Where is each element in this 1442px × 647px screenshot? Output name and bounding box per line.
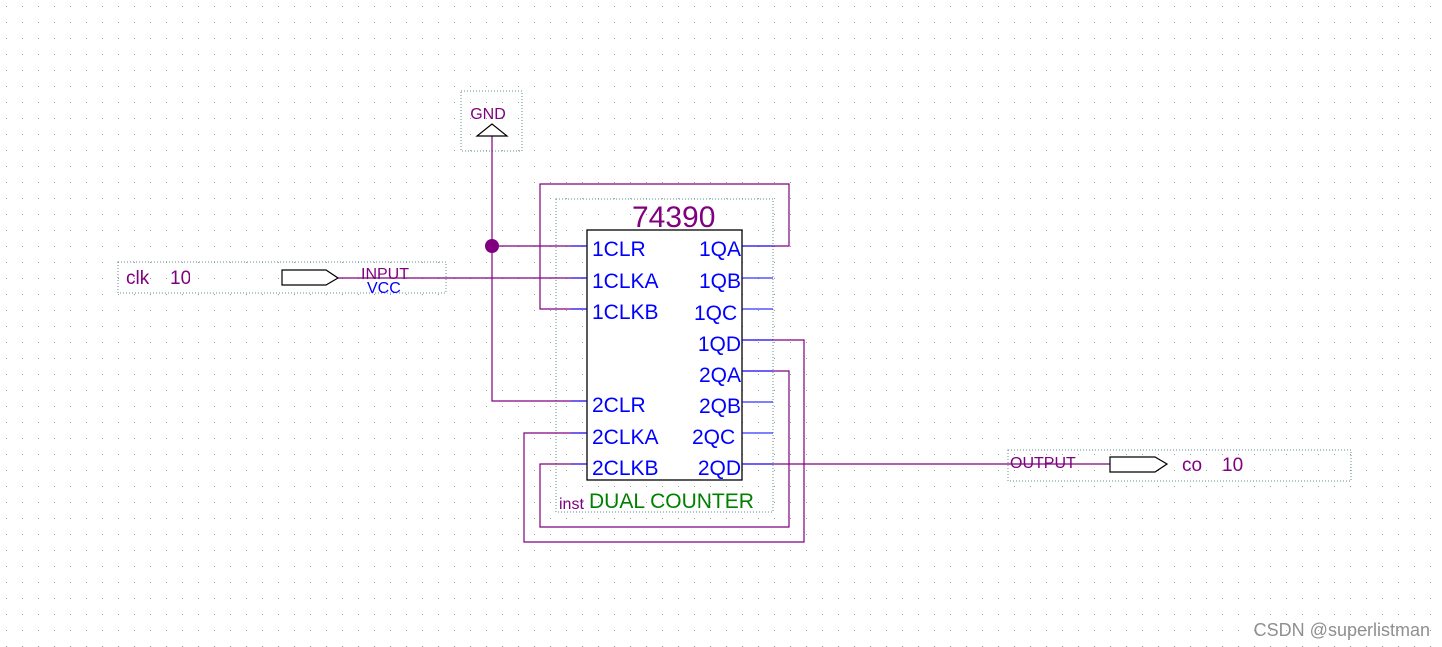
- input-pin-name: clk: [126, 268, 150, 289]
- component-instance-label: inst: [559, 496, 584, 513]
- component-frame: [555, 198, 774, 513]
- component-body: [586, 229, 743, 481]
- component-function-label: DUAL COUNTER: [589, 490, 754, 513]
- pin-label-1qb: 1QB: [699, 270, 741, 293]
- nets: [338, 136, 1110, 543]
- component-part-number: 74390: [632, 201, 715, 234]
- output-pin-name: co: [1182, 455, 1202, 476]
- net-2qa-to-2clkb: [539, 370, 790, 528]
- input-pin-frame: [117, 261, 447, 294]
- pin-label-2clkb: 2CLKB: [592, 457, 659, 480]
- watermark: CSDN @superlistman: [1253, 620, 1430, 640]
- pin-label-2clka: 2CLKA: [592, 426, 659, 449]
- output-pin[interactable]: OUTPUT co 10: [1010, 455, 1243, 476]
- input-pin-arrow: [281, 269, 340, 286]
- input-pin[interactable]: clk 10 INPUT VCC: [126, 266, 409, 297]
- pin-label-2qc: 2QC: [692, 426, 735, 449]
- gnd-label: GND: [470, 106, 506, 123]
- right-pin-stubs: [742, 245, 773, 465]
- output-pin-arrow: [1109, 456, 1169, 473]
- pin-label-1qc: 1QC: [694, 302, 737, 325]
- input-pin-default-label: VCC: [367, 280, 401, 297]
- left-pin-stubs: [571, 245, 587, 465]
- pin-label-1clr: 1CLR: [592, 238, 646, 261]
- pin-label-1clkb: 1CLKB: [592, 301, 659, 324]
- pin-label-1clka: 1CLKA: [592, 270, 659, 293]
- junction-dot: [485, 239, 499, 253]
- gnd-symbol: GND: [470, 106, 509, 137]
- pin-label-1qa: 1QA: [699, 238, 741, 261]
- pin-label-2qb: 2QB: [699, 395, 741, 418]
- symbol-frames: [117, 90, 1352, 513]
- pin-label-2qa: 2QA: [699, 364, 741, 387]
- net-1qd-to-2clka: [523, 339, 805, 543]
- component-74390[interactable]: 74390 1CLR 1CLKA 1CLKB 2CLR: [559, 201, 773, 513]
- pin-label-2qd: 2QD: [698, 457, 741, 480]
- pin-label-2clr: 2CLR: [592, 394, 646, 417]
- gnd-frame: [460, 90, 523, 152]
- net-gnd-vertical: [491, 136, 587, 402]
- output-pin-tag: 10: [1222, 455, 1243, 476]
- output-pin-frame: [1007, 449, 1352, 482]
- output-pin-type-label: OUTPUT: [1010, 455, 1076, 472]
- gnd-triangle: [475, 123, 509, 137]
- net-1qa-to-1clkb: [539, 183, 790, 310]
- input-pin-tag: 10: [170, 268, 191, 289]
- input-pin-type-label: INPUT: [361, 266, 409, 283]
- pin-label-1qd: 1QD: [698, 333, 741, 356]
